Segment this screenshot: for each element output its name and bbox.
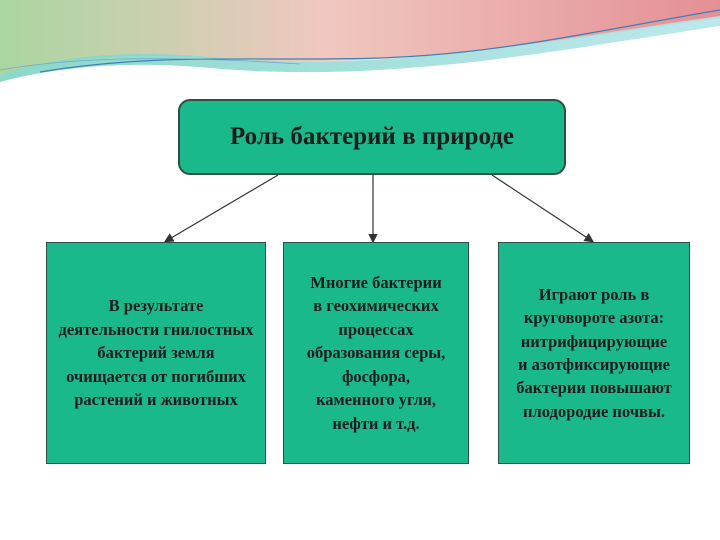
card-decomposition-text: В результате деятельности гнилостных бак… xyxy=(59,294,254,411)
arrow-to-card-1 xyxy=(166,175,278,241)
card-geochemistry-text: Многие бактерии в геохимических процесса… xyxy=(307,271,446,435)
card-nitrogen-cycle-text: Играют роль в круговороте азота: нитрифи… xyxy=(516,283,672,424)
card-geochemistry: Многие бактерии в геохимических процесса… xyxy=(283,242,469,464)
card-nitrogen-cycle: Играют роль в круговороте азота: нитрифи… xyxy=(498,242,690,464)
title-box: Роль бактерий в природе xyxy=(178,99,566,175)
diagram-title: Роль бактерий в природе xyxy=(230,123,514,151)
card-decomposition: В результате деятельности гнилостных бак… xyxy=(46,242,266,464)
arrow-to-card-3 xyxy=(492,175,592,241)
